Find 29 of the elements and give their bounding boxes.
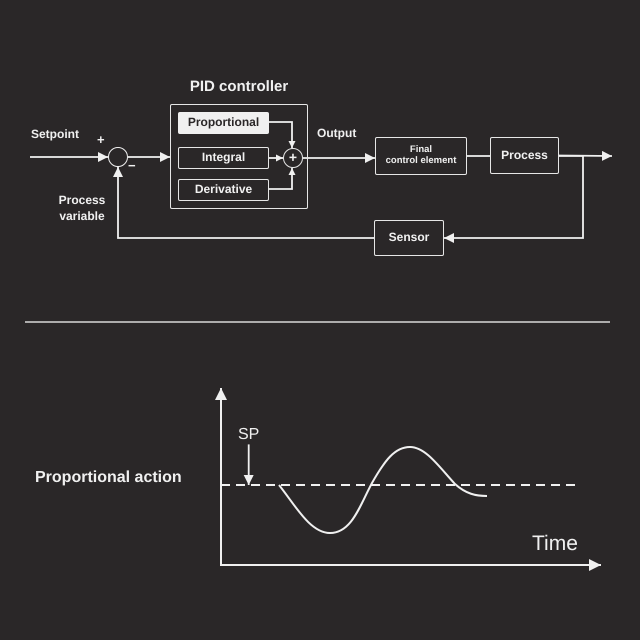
arrow xyxy=(113,167,374,239)
edge-label: Process variable xyxy=(58,193,106,224)
arrow xyxy=(559,150,612,161)
connector-line xyxy=(467,155,490,157)
final-control-element-box: Final control element xyxy=(375,137,467,175)
summing-circle xyxy=(108,147,128,167)
summing-circle: + xyxy=(283,148,303,168)
arrow xyxy=(269,121,296,148)
edge-label: Setpoint xyxy=(31,128,79,142)
sign-label: − xyxy=(128,159,136,174)
derivative-box: Derivative xyxy=(178,179,269,201)
proportional-box: Proportional xyxy=(178,112,269,134)
arrow xyxy=(128,152,170,162)
process-box: Process xyxy=(490,137,559,174)
integral-box: Integral xyxy=(178,147,269,169)
group-title: PID controller xyxy=(190,78,288,96)
arrow xyxy=(30,152,108,162)
edge-label: Output xyxy=(317,127,356,141)
setpoint-line xyxy=(221,484,578,486)
arrow xyxy=(269,154,283,162)
axis-label: Proportional action xyxy=(35,469,182,488)
arrow xyxy=(269,168,296,190)
arrow xyxy=(244,444,254,485)
arrow xyxy=(444,155,584,243)
setpoint-marker-label: SP xyxy=(238,426,260,444)
sensor-box: Sensor xyxy=(374,220,444,256)
axis-label: Time xyxy=(532,532,578,556)
sign-label: + xyxy=(97,133,105,148)
arrow xyxy=(303,153,375,163)
